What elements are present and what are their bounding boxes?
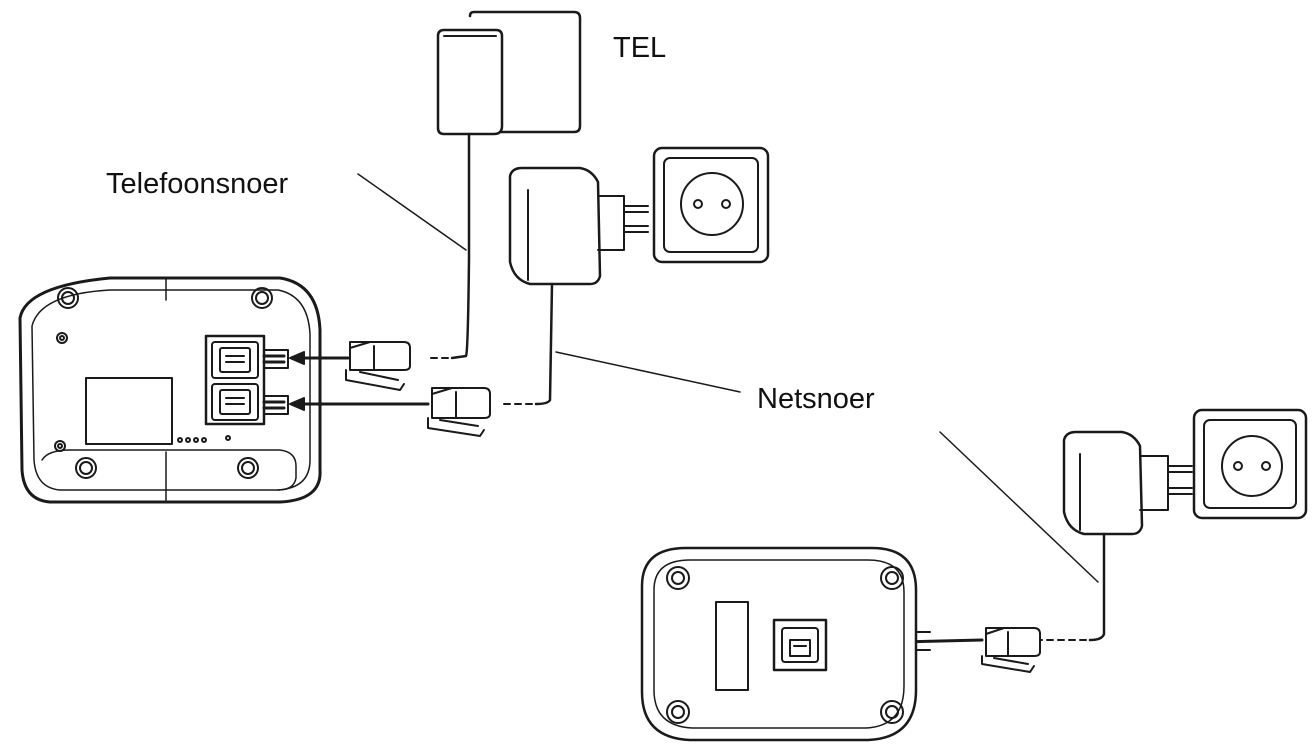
power-wall-socket-lower bbox=[1194, 410, 1306, 518]
telephone-cord-label: Telefoonsnoer bbox=[106, 168, 289, 200]
telephone-jack-arrow bbox=[290, 352, 348, 364]
power-adapter-upper bbox=[510, 168, 648, 284]
power-adapter-lower bbox=[1064, 432, 1192, 534]
base-station bbox=[20, 278, 320, 502]
charger bbox=[642, 548, 916, 740]
power-cord-label: Netsnoer bbox=[757, 383, 875, 415]
power-wall-socket-upper bbox=[654, 148, 768, 262]
telephone-cord bbox=[358, 134, 469, 358]
charger-rj-plug bbox=[982, 628, 1040, 672]
power-cord-lower bbox=[940, 432, 1104, 640]
power-rj-plug bbox=[428, 388, 490, 436]
power-cord-upper bbox=[500, 284, 740, 404]
telephone-rj-plug bbox=[346, 342, 410, 390]
tel-label: TEL bbox=[613, 32, 667, 64]
tel-plug-adapter bbox=[438, 30, 502, 134]
power-jack-arrow bbox=[290, 398, 428, 410]
